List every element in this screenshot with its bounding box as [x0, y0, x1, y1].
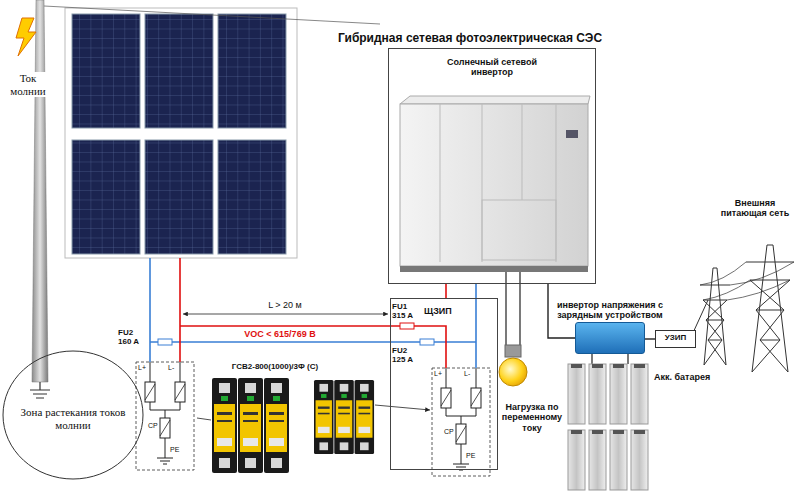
load-label: Нагрузка по переменному току [500, 402, 564, 433]
diagram-title: Гибридная сетевая фотоэлектрическая СЭС [338, 32, 602, 46]
zone-ellipse [3, 351, 143, 479]
pin-name: PE [170, 446, 179, 454]
voltage-label: VOC < 615/769 В [220, 329, 340, 339]
fuse-label: FU2 125 A [392, 346, 420, 364]
surge-protector-device [212, 378, 289, 473]
node-label: инвертор напряжения с зарядным устройств… [554, 301, 666, 321]
battery-label: Акк. батарея [654, 372, 710, 382]
dimension-line [183, 314, 388, 315]
ground-symbol [30, 382, 50, 398]
fuse-symbols [158, 323, 434, 345]
inverter-charger: инвертор напряжения с зарядным устройств… [575, 322, 645, 354]
spd-panel: ЩЗИП [390, 298, 498, 470]
pin-name: PE [466, 452, 475, 460]
node-label: Зона растекания токов молнии [2, 406, 144, 431]
spd-box: УЗИП [655, 330, 696, 348]
battery-bank [568, 354, 648, 490]
node-label: УЗИП [656, 331, 695, 345]
surge-protector-device [314, 380, 374, 454]
inverter-frame: Солнечный сетевой инвертор [388, 48, 596, 284]
grid-label: Внешняя питающая сеть [716, 198, 794, 219]
connector [645, 338, 655, 339]
solar-array [65, 8, 297, 258]
lightning-zone: Зона растекания токов молнии [2, 350, 144, 480]
fuse-label: FU2 160 A [118, 328, 146, 346]
pin-name: CP [148, 422, 158, 430]
guy-wire [44, 6, 380, 24]
pin-name: L- [464, 370, 470, 378]
fuse-label: FU1 315 A [392, 302, 420, 320]
lightning-bolt [16, 18, 36, 56]
node-label: Солнечный сетевой инвертор [436, 57, 548, 78]
spd-schematic [432, 368, 490, 476]
lightning-mast [32, 0, 48, 382]
part-name: ГСВ2-800(1000)/3Ф (С) [215, 362, 335, 371]
ac-load-lamp [499, 272, 527, 386]
inverter-cabinet [400, 96, 590, 272]
dc-wires [150, 258, 476, 368]
pin-name: L+ [434, 370, 442, 378]
connector [445, 284, 447, 298]
spd-schematic [136, 362, 194, 470]
leader-line [197, 405, 430, 420]
pin-name: L+ [138, 364, 146, 372]
node-label: ЩЗИП [424, 306, 452, 316]
dimension-label: L > 20 м [250, 300, 320, 310]
callout-text: Ток молнии [4, 72, 52, 97]
pin-name: L- [168, 364, 174, 372]
pin-name: CP [444, 428, 454, 436]
grid-towers [692, 245, 794, 372]
